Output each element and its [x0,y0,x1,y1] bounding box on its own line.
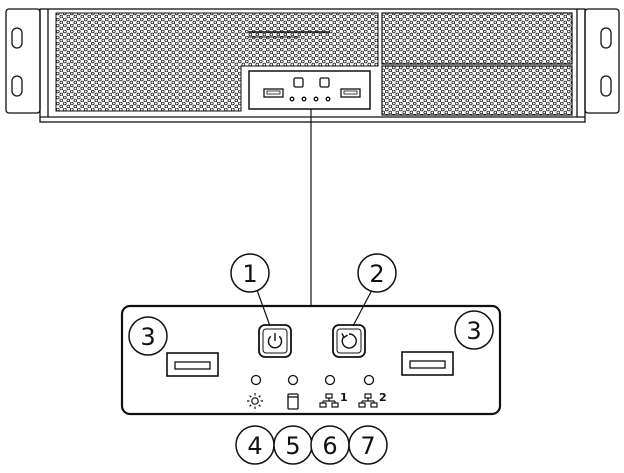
drive-bay-lower [381,65,573,116]
lan1-label: 1 [340,391,348,404]
rack-ear-left [5,8,41,114]
hdd-led [287,374,299,386]
power-icon [267,333,283,349]
network-icon [358,393,378,408]
drive-icon [287,393,299,410]
power-button [258,324,292,358]
callout-3-right [454,310,494,350]
sun-icon [247,393,263,409]
callout-5-label: 5 [285,432,300,460]
usb-port-right [401,351,454,376]
callout-7 [348,425,388,465]
lan2-label: 2 [379,391,387,404]
usb-port-left [166,352,219,377]
chassis-body [39,8,586,123]
callout-leader-power [256,289,271,327]
reset-icon [341,333,357,349]
callout-leader-reset [352,289,373,327]
callout-1 [230,253,270,293]
callout-2-label: 2 [369,260,384,288]
callout-2 [357,253,397,293]
lan1-led [324,374,336,386]
callout-3-left [128,316,168,356]
callout-3-right-label: 3 [466,317,481,345]
rack-ear-right [584,8,620,114]
callout-1-label: 1 [242,260,257,288]
front-panel-enlarged [120,304,502,416]
callout-6-label: 6 [322,432,337,460]
reset-button [332,324,366,358]
server-chassis [5,8,620,123]
callout-7-label: 7 [360,432,375,460]
chassis-front-panel [248,70,371,110]
network-icon [319,393,339,408]
drive-bay-upper [381,12,573,65]
callout-3-left-label: 3 [140,323,155,351]
power-led [250,374,262,386]
lan2-led [363,374,375,386]
callout-4-label: 4 [247,432,262,460]
